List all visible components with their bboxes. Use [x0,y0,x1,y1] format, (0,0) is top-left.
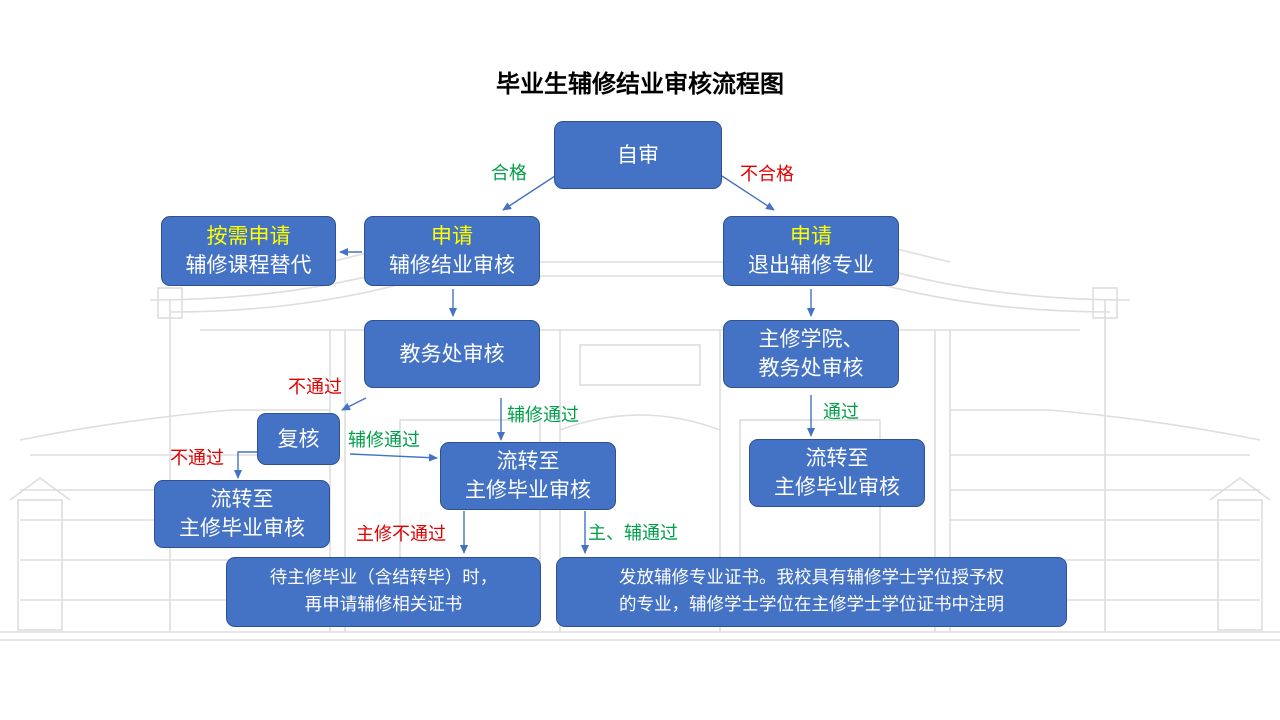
node-label-line2: 再申请辅修相关证书 [304,595,463,615]
node-issue-certificate: 发放辅修专业证书。我校具有辅修学士学位授予权 的专业，辅修学士学位在主修学士学位… [556,557,1067,627]
page-title: 毕业生辅修结业审核流程图 [496,70,784,98]
edge-label-major-minor-passed: 主、辅通过 [588,523,678,544]
node-recheck: 复核 [257,413,340,465]
node-label-line1: 流转至 [805,446,869,470]
node-label-line2: 主修毕业审核 [179,516,305,540]
node-label: 退出辅修专业 [748,253,874,277]
node-apply-course-substitution: 按需申请 辅修课程替代 [161,216,336,286]
edge-label-not-passed-affairs: 不通过 [288,377,342,398]
edge-label-major-not-passed: 主修不通过 [356,524,446,545]
node-highlight-label: 申请 [431,224,473,248]
node-pending-certificate: 待主修毕业（含结转毕）时， 再申请辅修相关证书 [226,557,541,627]
edge-label-not-passed-recheck: 不通过 [170,448,224,469]
edge-label-passed: 通过 [823,402,859,423]
node-label: 复核 [277,426,320,451]
arrow-self-to-apply-withdraw [721,175,775,211]
node-label: 自审 [617,142,659,167]
node-self-review: 自审 [554,121,722,189]
node-highlight-label: 申请 [790,224,832,248]
node-transfer-center: 流转至 主修毕业审核 [440,442,616,510]
node-label: 辅修课程替代 [185,253,312,277]
node-label-line2: 主修毕业审核 [774,475,900,499]
node-academic-affairs-review: 教务处审核 [364,320,540,388]
node-label-line1: 流转至 [210,487,274,511]
edge-label-unqualified: 不合格 [740,164,794,185]
node-label: 教务处审核 [399,341,505,366]
node-label-line2: 教务处审核 [758,356,864,380]
edge-label-qualified: 合格 [491,163,527,184]
arrow-self-to-apply-completion [502,175,556,211]
node-highlight-label: 按需申请 [206,224,291,248]
node-major-college-affairs-review: 主修学院、 教务处审核 [723,320,899,388]
node-label-line1: 主修学院、 [758,327,864,351]
arrow-recheck-to-transfer-left [234,451,258,479]
node-transfer-right: 流转至 主修毕业审核 [749,439,925,507]
node-label-line1: 发放辅修专业证书。我校具有辅修学士学位授予权 [619,568,1004,588]
arrow-recheck-to-transfer-center [349,453,438,462]
node-label-line2: 的专业，辅修学士学位在主修学士学位证书中注明 [619,595,1004,615]
node-label-line1: 流转至 [496,449,560,473]
node-transfer-left: 流转至 主修毕业审核 [154,480,330,548]
node-label: 辅修结业审核 [389,253,515,277]
edge-label-minor-passed-affairs: 辅修通过 [507,405,579,426]
node-apply-completion-review: 申请 辅修结业审核 [364,216,540,286]
node-label-line1: 待主修毕业（含结转毕）时， [269,568,498,588]
node-label-line2: 主修毕业审核 [465,478,591,502]
arrow-affairs-to-recheck [341,397,367,411]
node-apply-withdraw-minor: 申请 退出辅修专业 [723,216,899,286]
edge-label-minor-passed-recheck: 辅修通过 [348,430,420,451]
